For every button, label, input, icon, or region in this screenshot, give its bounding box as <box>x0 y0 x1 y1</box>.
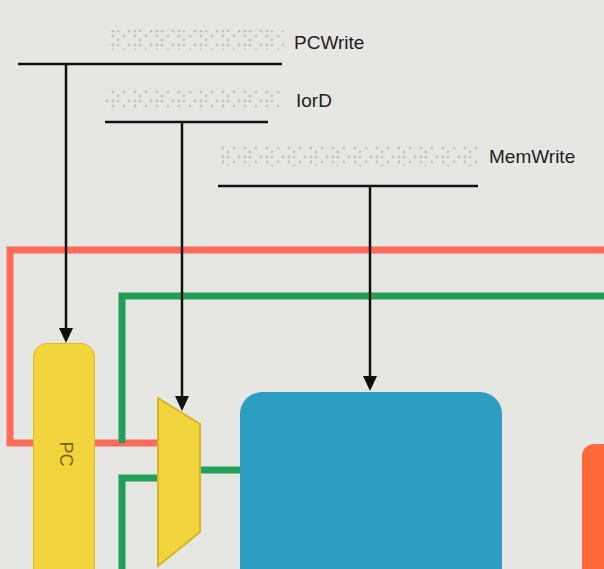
control-line <box>18 63 282 66</box>
control-line <box>218 185 478 188</box>
control-line <box>181 122 184 398</box>
control-line <box>65 64 68 330</box>
register-box: PC <box>33 343 95 569</box>
data-wire <box>200 467 244 474</box>
control-line <box>105 121 268 124</box>
braille-dots <box>108 30 284 50</box>
control-line <box>369 186 372 378</box>
braille-dots <box>222 146 478 166</box>
signal-name: IorD <box>296 90 332 113</box>
register-name: PC <box>55 441 75 466</box>
signal-name: PCWrite <box>294 32 364 55</box>
signal-name: MemWrite <box>489 146 575 169</box>
register-block <box>582 444 604 569</box>
braille-dots <box>104 88 280 108</box>
arrowhead <box>59 328 73 343</box>
data-wire <box>122 478 160 569</box>
arrowhead <box>363 376 377 391</box>
multiplexer <box>158 398 200 566</box>
memory-block <box>240 392 502 569</box>
